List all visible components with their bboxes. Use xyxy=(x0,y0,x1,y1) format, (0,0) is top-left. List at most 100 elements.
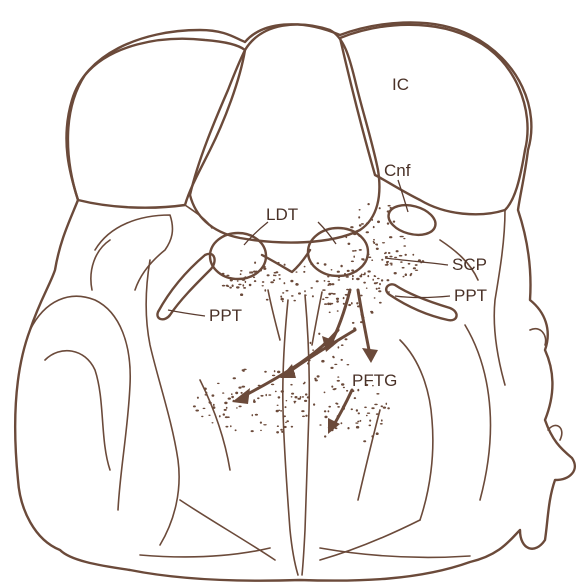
left-lobe-outer xyxy=(30,296,130,510)
neuron-dot xyxy=(378,290,381,292)
neuron-dot xyxy=(382,242,385,243)
neuron-dot xyxy=(348,243,351,245)
neuron-dot xyxy=(389,236,392,238)
neuron-dot xyxy=(337,376,339,377)
arrowhead-down-right xyxy=(362,348,378,363)
neuron-dot xyxy=(329,312,331,314)
neuron-dot xyxy=(400,261,403,263)
neuron-dot xyxy=(368,257,371,259)
neuron-dot xyxy=(253,271,256,273)
neuron-dot xyxy=(381,259,383,261)
neuron-dot xyxy=(322,289,326,291)
ldt-nucleus-left xyxy=(210,233,266,279)
neuron-dot xyxy=(267,274,270,276)
neuron-dot xyxy=(328,406,331,408)
neuron-dot xyxy=(225,416,228,418)
neuron-dot xyxy=(280,296,282,298)
neuron-dot xyxy=(312,295,314,297)
neuron-dot xyxy=(256,271,258,273)
neuron-dot xyxy=(393,221,395,223)
neuron-dot xyxy=(357,421,359,423)
neuron-dot xyxy=(378,287,380,289)
neuron-dot xyxy=(359,224,362,226)
neuron-dot xyxy=(193,405,196,407)
neuron-dot xyxy=(280,429,283,431)
neuron-dot xyxy=(388,252,391,254)
neuron-dot xyxy=(303,271,305,273)
neuron-dot xyxy=(230,425,232,427)
neuron-dot xyxy=(336,300,339,303)
neuron-dot xyxy=(372,279,374,281)
neuron-dot xyxy=(222,273,225,275)
neuron-dot xyxy=(229,287,232,289)
neuron-dot xyxy=(304,400,307,402)
neuron-dot xyxy=(327,276,329,278)
label-scp: SCP xyxy=(452,255,487,274)
neuron-dot xyxy=(219,415,221,417)
left-lobe-inner xyxy=(45,351,110,470)
neuron-dot xyxy=(405,254,407,256)
neuron-dot xyxy=(316,280,319,282)
neuron-dot xyxy=(356,409,358,411)
neuron-dot xyxy=(353,256,355,258)
neuron-dot xyxy=(366,415,368,417)
neuron-dot xyxy=(383,407,386,409)
neuron-dot xyxy=(203,408,206,409)
neuron-dot xyxy=(345,236,347,238)
neuron-dot xyxy=(277,405,279,406)
neuron-dot xyxy=(236,407,238,408)
neuron-dot xyxy=(224,409,227,411)
neuron-dot xyxy=(212,394,215,396)
neuron-dot xyxy=(249,284,252,286)
neuron-dot xyxy=(290,384,292,386)
neuron-dot xyxy=(217,383,220,384)
label-ldt: LDT xyxy=(266,205,298,224)
neuron-dot xyxy=(276,431,279,433)
base-contour xyxy=(140,548,470,557)
neuron-dot xyxy=(351,408,353,410)
neuron-dot xyxy=(291,396,293,398)
neuron-dot xyxy=(356,270,358,272)
neuron-dot xyxy=(381,405,384,407)
neuron-dot xyxy=(313,403,315,405)
neuron-dot xyxy=(376,248,379,250)
neuron-dot xyxy=(372,219,374,221)
neuron-dot xyxy=(291,393,294,395)
neuron-dot xyxy=(367,254,370,256)
neuron-dot xyxy=(327,303,330,306)
arrow-curve-center xyxy=(285,330,355,375)
neuron-dot xyxy=(257,397,260,399)
arrow-down-right xyxy=(358,290,370,355)
neuron-dot xyxy=(223,413,225,415)
neuron-dot xyxy=(281,298,284,301)
neuron-dot xyxy=(284,282,286,284)
neuron-dot xyxy=(231,393,233,395)
neuron-dot xyxy=(274,272,277,274)
neuron-dot xyxy=(341,383,344,385)
neuron-dot xyxy=(334,364,337,365)
neuron-dot xyxy=(415,270,418,271)
neuron-dot xyxy=(387,210,390,212)
neuron-dot xyxy=(394,257,397,258)
neuron-dot xyxy=(281,390,284,392)
neuron-dot xyxy=(275,391,277,393)
neuron-dot xyxy=(301,410,304,412)
neuron-dot xyxy=(253,399,255,401)
label-pftg: PFTG xyxy=(352,371,397,390)
neuron-dot xyxy=(367,413,370,414)
neuron-dot xyxy=(293,300,296,302)
neuron-dot xyxy=(209,402,212,404)
neuron-dot xyxy=(341,344,344,346)
neuron-dot xyxy=(381,419,383,421)
neuron-dot xyxy=(363,282,366,284)
neuron-dot xyxy=(413,267,416,269)
neuron-dot xyxy=(325,297,329,298)
neuron-dot xyxy=(379,302,382,304)
neuron-dot xyxy=(376,244,378,246)
neuron-dot xyxy=(376,432,379,435)
neuron-dot xyxy=(376,393,379,395)
neuron-dot xyxy=(324,410,326,412)
neuron-dot xyxy=(367,275,369,277)
neuron-dot xyxy=(346,289,348,291)
neuron-dot xyxy=(332,356,334,358)
